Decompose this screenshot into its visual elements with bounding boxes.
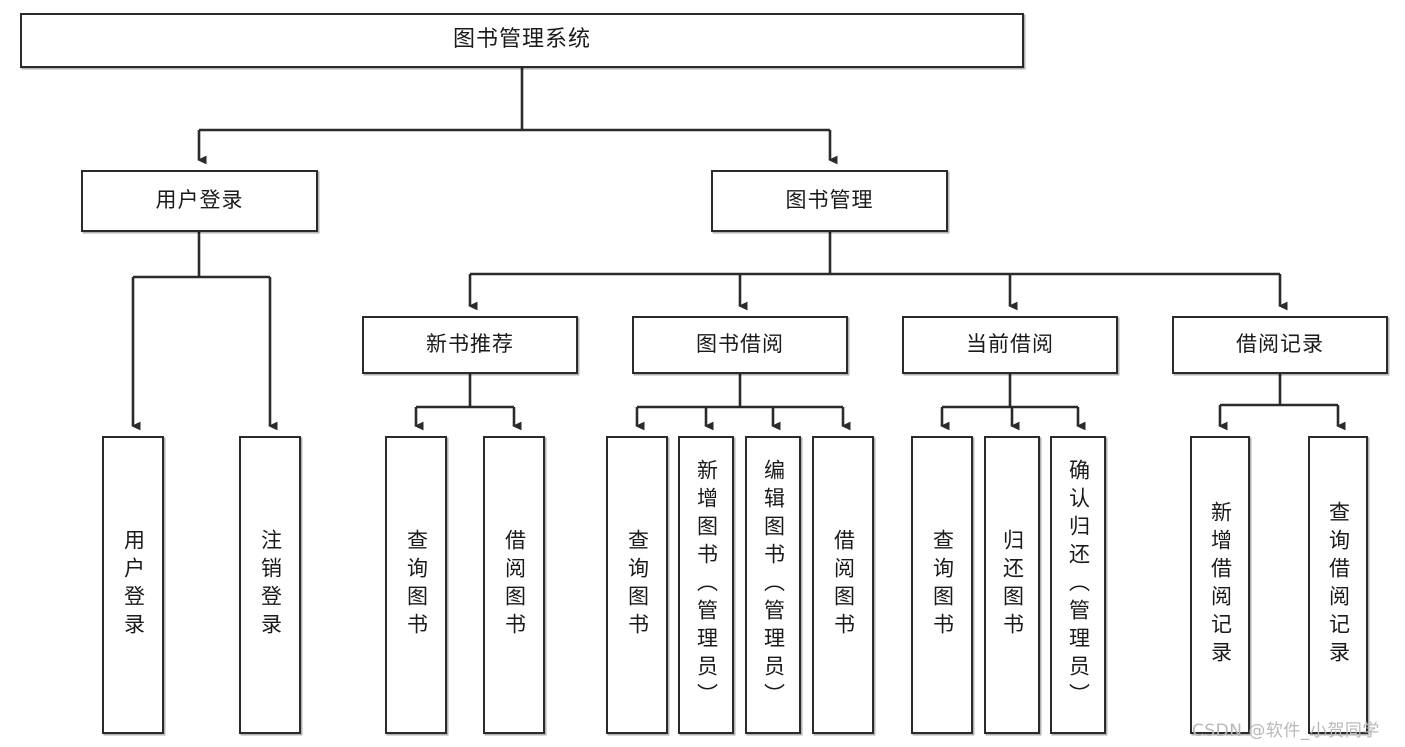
leaf-return-book-label: 归还图书 xyxy=(1000,529,1025,641)
leaf-confirm-return-admin-label: 确认归还（管理员） xyxy=(1066,459,1091,711)
node-new-book-recommend[interactable]: 新书推荐 xyxy=(362,316,578,374)
leaf-edit-book-admin[interactable]: 编辑图书（管理员） xyxy=(745,436,801,734)
leaf-borrow-book-recommend[interactable]: 借阅图书 xyxy=(483,436,545,734)
leaf-logout[interactable]: 注销登录 xyxy=(239,436,301,734)
leaf-query-book-borrow[interactable]: 查询图书 xyxy=(606,436,668,734)
node-user-login-label: 用户登录 xyxy=(155,188,244,213)
leaf-logout-label: 注销登录 xyxy=(258,529,283,641)
node-book-borrow-label: 图书借阅 xyxy=(696,332,784,357)
leaf-add-book-admin-label: 新增图书（管理员） xyxy=(694,459,719,711)
node-root-label: 图书管理系统 xyxy=(452,27,591,53)
leaf-query-book-current[interactable]: 查询图书 xyxy=(911,436,973,734)
node-new-book-recommend-label: 新书推荐 xyxy=(426,332,514,357)
leaf-add-book-admin[interactable]: 新增图书（管理员） xyxy=(678,436,734,734)
leaf-query-book-recommend-label: 查询图书 xyxy=(404,529,429,641)
leaf-add-borrow-record-label: 新增借阅记录 xyxy=(1208,501,1233,669)
leaf-query-borrow-record[interactable]: 查询借阅记录 xyxy=(1308,436,1368,734)
node-book-management[interactable]: 图书管理 xyxy=(711,170,948,232)
node-root[interactable]: 图书管理系统 xyxy=(20,13,1024,68)
leaf-confirm-return-admin[interactable]: 确认归还（管理员） xyxy=(1050,436,1106,734)
leaf-borrow-book-recommend-label: 借阅图书 xyxy=(502,529,527,641)
node-borrow-record[interactable]: 借阅记录 xyxy=(1172,316,1388,374)
node-current-borrow[interactable]: 当前借阅 xyxy=(902,316,1118,374)
watermark: CSDN @软件_小贺同学 xyxy=(1192,721,1380,741)
leaf-query-book-current-label: 查询图书 xyxy=(930,529,955,641)
leaf-user-login[interactable]: 用户登录 xyxy=(102,436,164,734)
leaf-user-login-label: 用户登录 xyxy=(121,529,146,641)
leaf-query-borrow-record-label: 查询借阅记录 xyxy=(1326,501,1351,669)
leaf-query-book-borrow-label: 查询图书 xyxy=(625,529,650,641)
leaf-borrow-book[interactable]: 借阅图书 xyxy=(812,436,874,734)
leaf-edit-book-admin-label: 编辑图书（管理员） xyxy=(761,459,786,711)
node-book-management-label: 图书管理 xyxy=(785,188,874,213)
node-borrow-record-label: 借阅记录 xyxy=(1236,332,1324,357)
leaf-query-book-recommend[interactable]: 查询图书 xyxy=(385,436,447,734)
node-book-borrow[interactable]: 图书借阅 xyxy=(632,316,848,374)
node-current-borrow-label: 当前借阅 xyxy=(966,332,1054,357)
leaf-borrow-book-label: 借阅图书 xyxy=(831,529,856,641)
node-user-login[interactable]: 用户登录 xyxy=(81,170,318,232)
leaf-add-borrow-record[interactable]: 新增借阅记录 xyxy=(1190,436,1250,734)
leaf-return-book[interactable]: 归还图书 xyxy=(984,436,1040,734)
